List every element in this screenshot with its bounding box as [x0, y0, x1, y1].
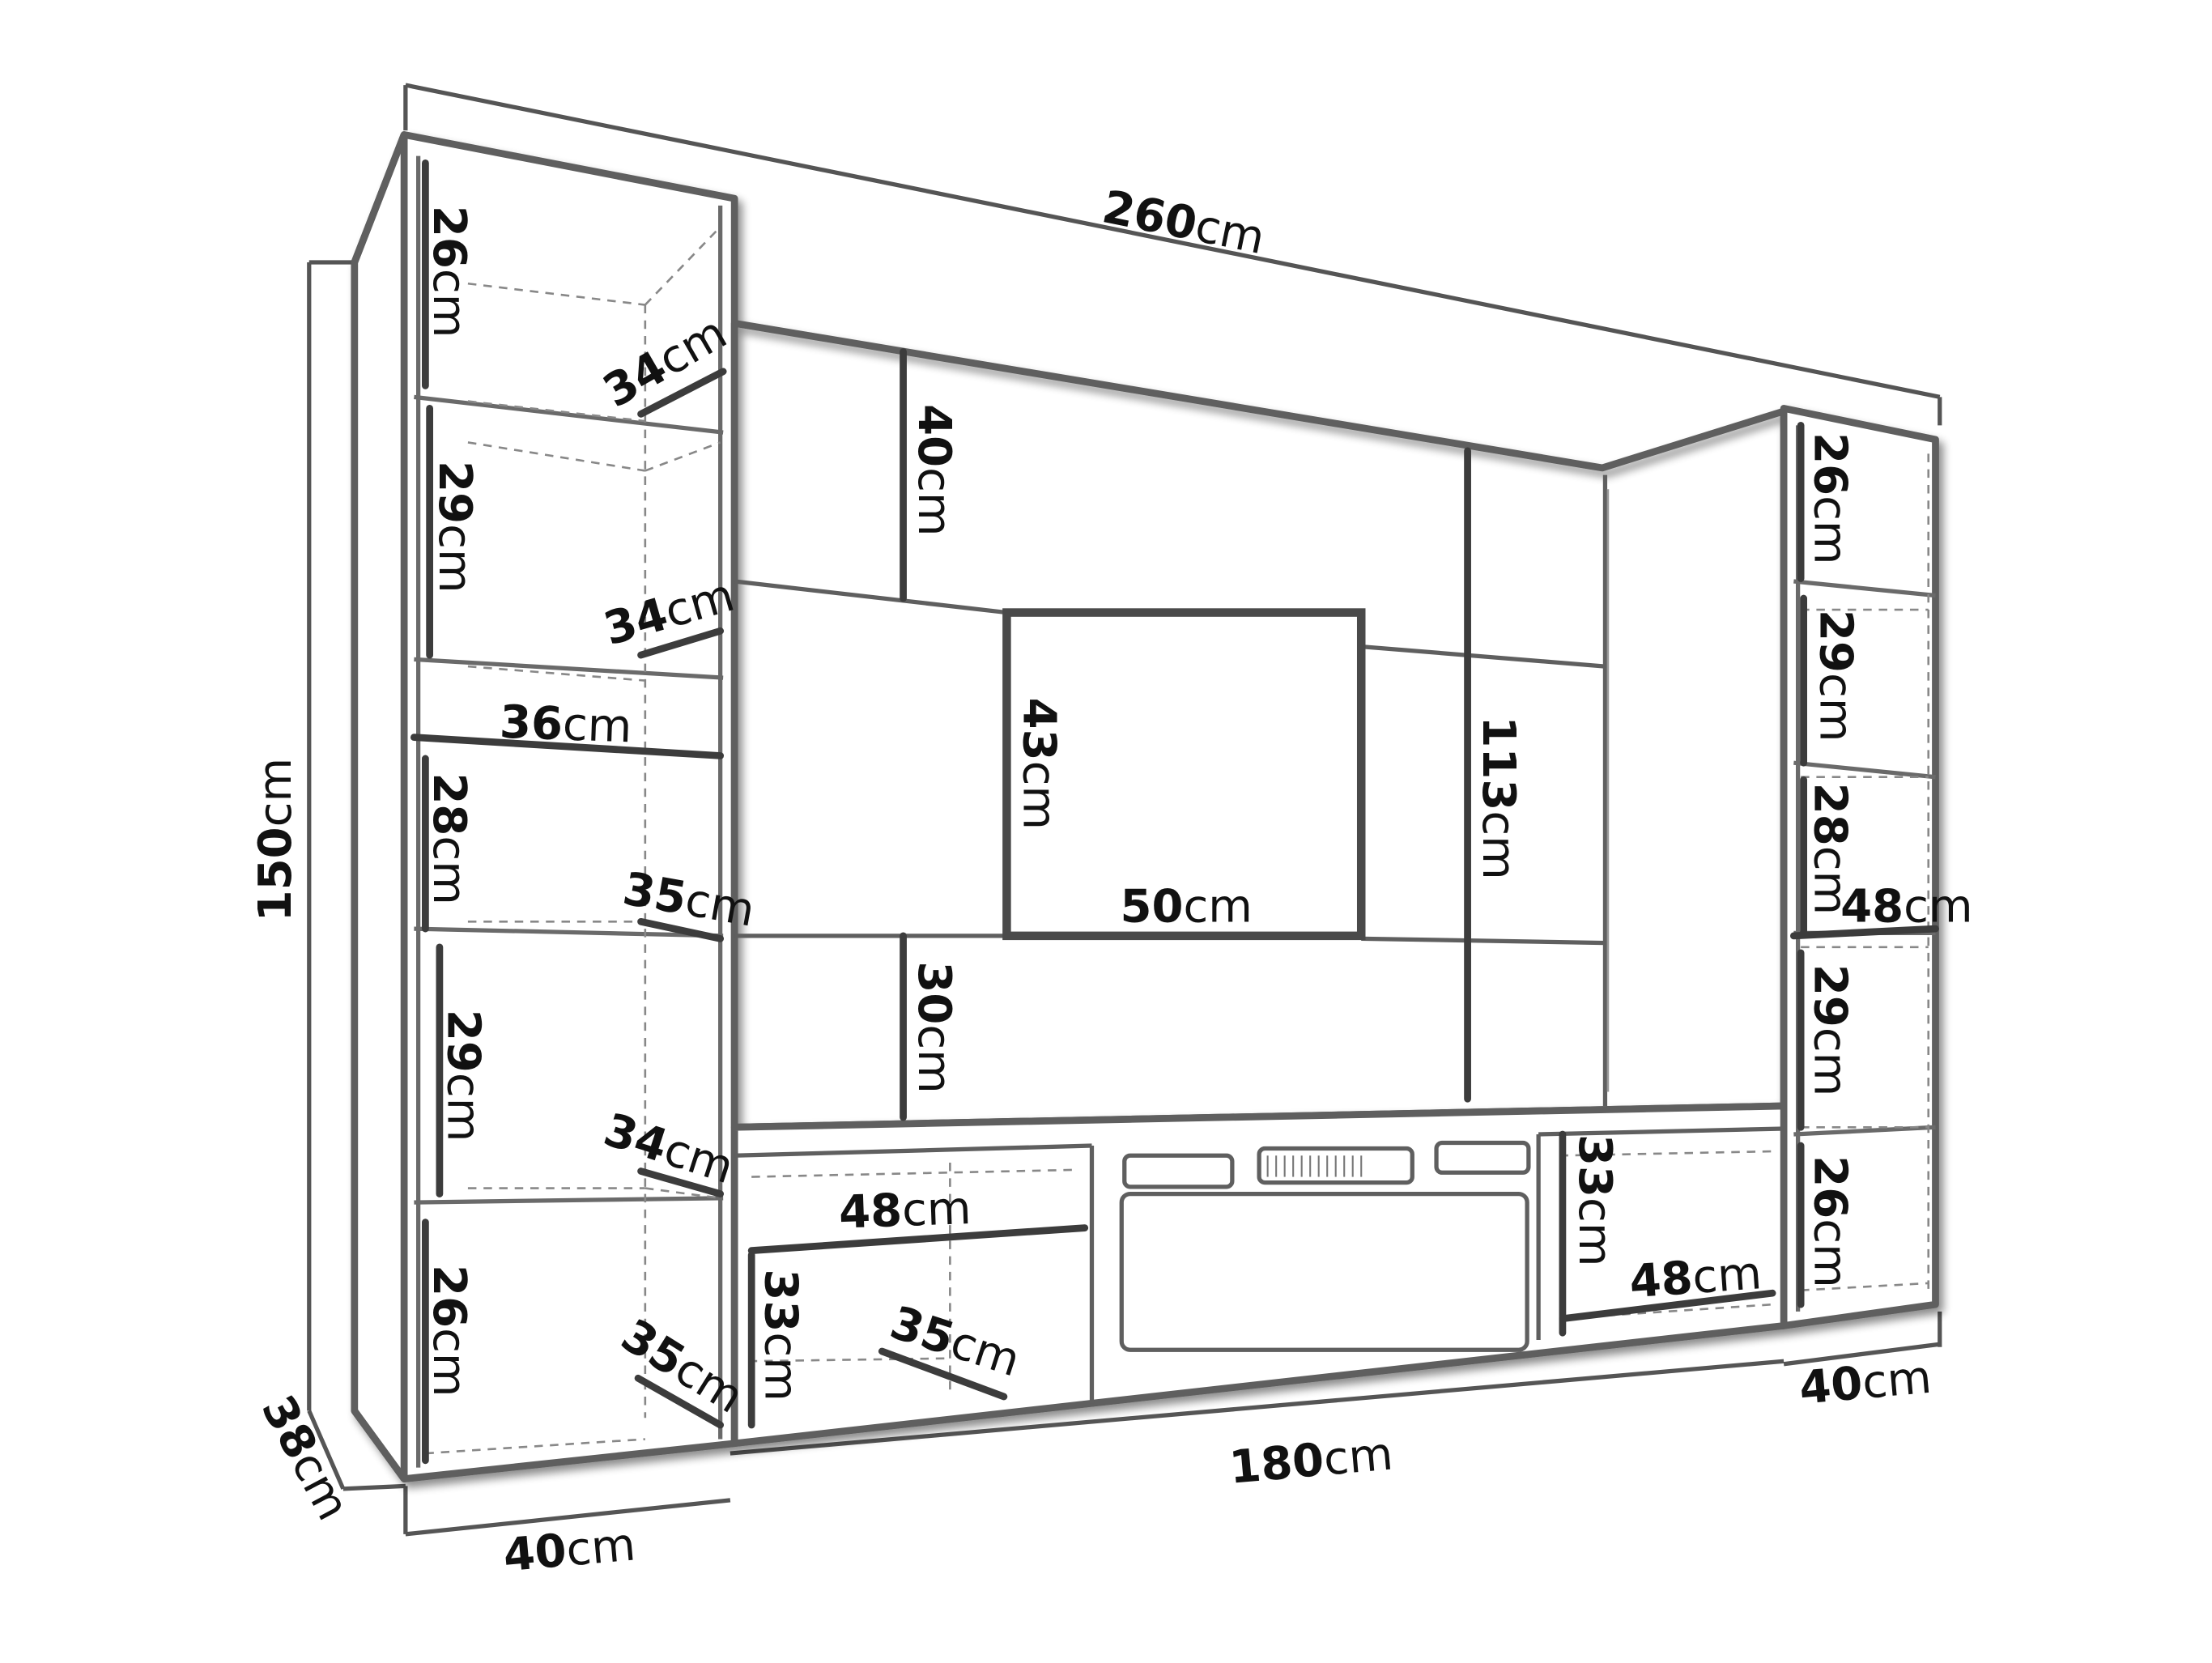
label-top-height: 40cm — [908, 404, 960, 536]
dimension-labels: 260cm 150cm 38cm 40cm 180cm 40cm 26cm 29… — [249, 181, 1973, 1582]
label-right-width: 40cm — [1797, 1351, 1933, 1415]
label-right-h1: 26cm — [1804, 432, 1857, 564]
label-depth-main: 38cm — [251, 1387, 359, 1529]
label-right-width: 48cm — [1840, 880, 1972, 933]
label-bottom-left-height: 33cm — [755, 1269, 807, 1401]
label-overall-height: 150cm — [249, 758, 302, 921]
overall-dimension-lines — [307, 83, 1942, 1537]
left-hidden-lines — [425, 226, 721, 1455]
fireplace-grille — [1266, 1155, 1363, 1177]
label-left-h1: 26cm — [423, 206, 475, 338]
label-tv-width: 50cm — [1121, 880, 1253, 933]
label-left-h5: 26cm — [423, 1265, 475, 1397]
fireplace-control-panel — [1257, 1146, 1414, 1185]
label-left-d4: 34cm — [598, 1104, 739, 1194]
label-left-width: 40cm — [501, 1518, 637, 1582]
label-right-h5: 26cm — [1804, 1155, 1857, 1287]
label-left-d3: 35cm — [619, 862, 759, 937]
label-right-h4: 29cm — [1804, 964, 1857, 1096]
label-left-h3: 28cm — [423, 772, 475, 904]
label-panel-height: 113cm — [1472, 716, 1525, 879]
fireplace-vent-right — [1434, 1140, 1531, 1175]
label-bottom-left-width: 48cm — [838, 1182, 972, 1240]
label-tv-height: 43cm — [1012, 698, 1065, 830]
lowboard-details — [734, 1126, 1784, 1404]
label-mid-height: 30cm — [908, 961, 960, 1093]
back-panel — [730, 319, 1788, 1131]
fireplace-window — [1119, 1191, 1529, 1352]
label-center-width: 180cm — [1227, 1427, 1395, 1494]
label-right-h3: 28cm — [1804, 783, 1857, 915]
label-left-h2: 29cm — [428, 461, 481, 593]
label-overall-width: 260cm — [1098, 181, 1269, 265]
lowboard-hidden-lines — [748, 1150, 1773, 1390]
label-bottom-right-height: 33cm — [1568, 1134, 1621, 1266]
tv-lowboard — [730, 1102, 1788, 1448]
measure-bars — [410, 159, 1939, 1465]
label-bottom-right-width: 48cm — [1627, 1247, 1763, 1308]
right-tower — [1780, 404, 1939, 1329]
left-shelves — [414, 155, 724, 1468]
label-right-h2: 29cm — [1810, 610, 1862, 742]
tv-frame — [1002, 608, 1366, 941]
back-panel-details — [734, 474, 1610, 1106]
label-left-width-shelf: 36cm — [499, 696, 633, 754]
fireplace-vent-left — [1122, 1153, 1235, 1189]
right-hidden-lines — [1801, 453, 1930, 1291]
label-left-h4: 29cm — [436, 1010, 489, 1142]
